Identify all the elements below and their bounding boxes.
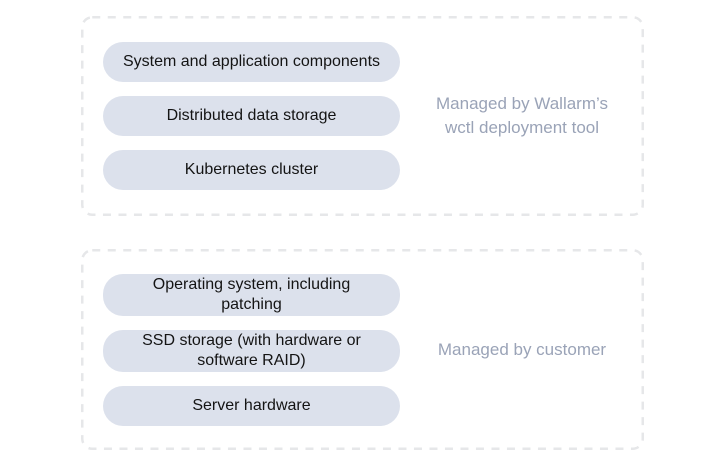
pill-stack: Operating system, including patching SSD… <box>103 273 400 426</box>
group-content: System and application components Distri… <box>81 16 644 216</box>
dashed-border <box>81 16 644 216</box>
pill-kubernetes-cluster: Kubernetes cluster <box>103 150 400 190</box>
pill-ssd-storage-raid: SSD storage (with hardware or software R… <box>103 329 400 372</box>
pill-stack: System and application components Distri… <box>103 42 400 190</box>
group-managed-by-customer: Operating system, including patching SSD… <box>81 249 644 450</box>
pill-operating-system-including-patching: Operating system, including patching <box>103 273 400 316</box>
group-managed-by-wallarm: System and application components Distri… <box>81 16 644 216</box>
group-label-managed-by-customer: Managed by customer <box>437 339 607 359</box>
group-content: Operating system, including patching SSD… <box>81 249 644 450</box>
pill-server-hardware: Server hardware <box>103 385 400 426</box>
pill-system-and-application-components: System and application components <box>103 42 400 82</box>
dashed-border <box>81 249 644 450</box>
group-label-managed-by-wallarm: Managed by Wallarm’s wctl deployment too… <box>436 94 608 137</box>
pill-distributed-data-storage: Distributed data storage <box>103 96 400 136</box>
